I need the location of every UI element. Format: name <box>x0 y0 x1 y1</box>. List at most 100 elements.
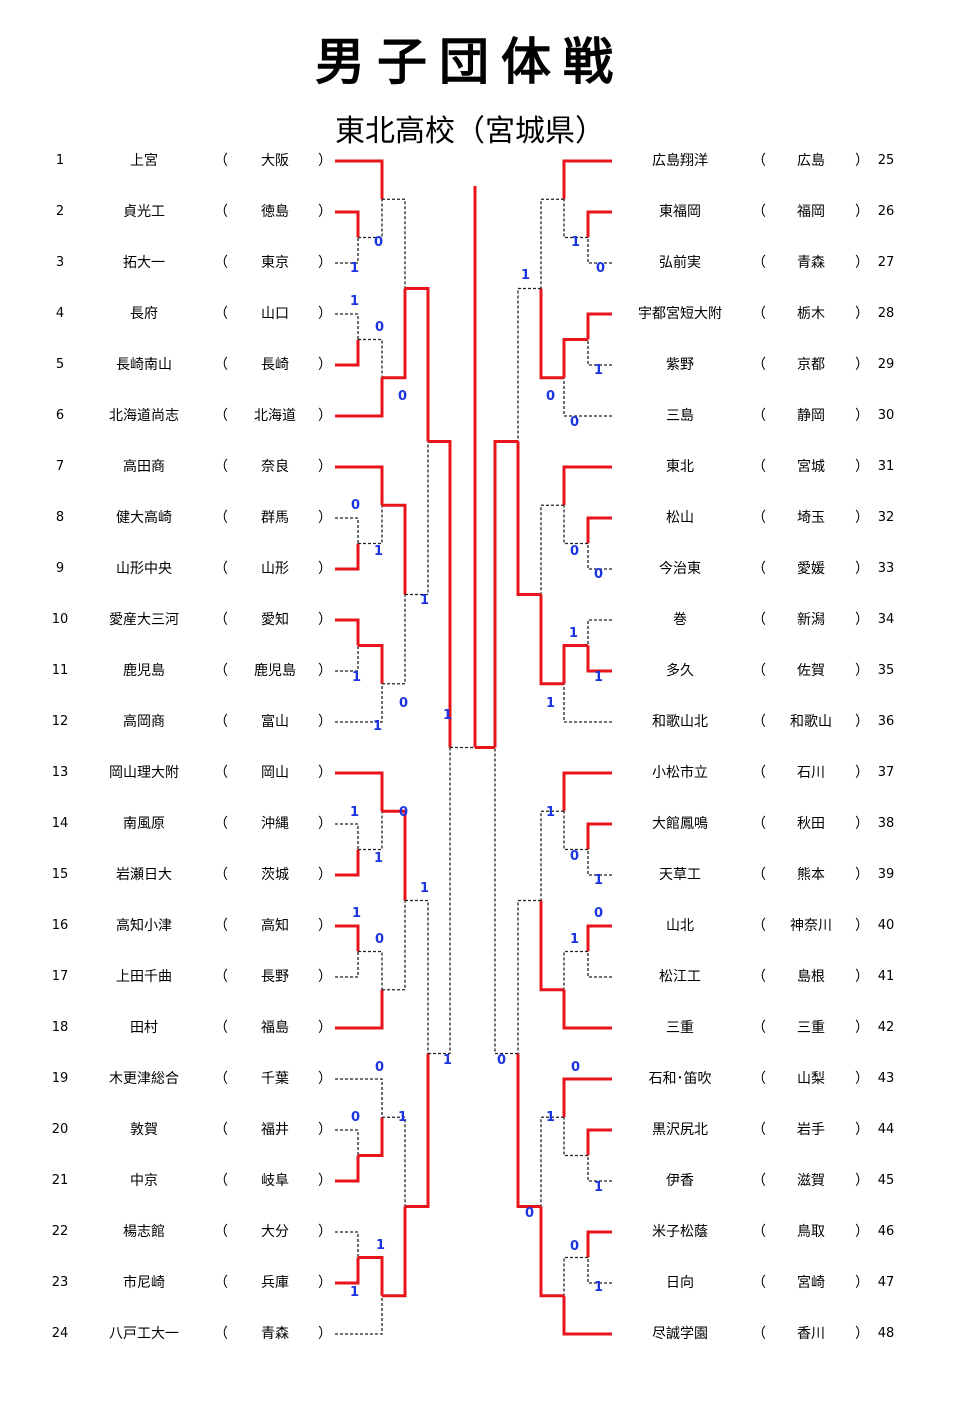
match-score: 1 <box>350 294 359 309</box>
page-title: 男子団体戦 <box>315 33 625 91</box>
r2-line <box>563 377 612 417</box>
team-name: 愛産大三河 <box>109 612 179 628</box>
r1-line <box>335 1257 360 1285</box>
match-score: 1 <box>594 873 603 888</box>
open-paren: （ <box>752 1071 766 1087</box>
close-paren: ） <box>318 1224 332 1240</box>
r1-line <box>587 543 612 570</box>
team-number: 24 <box>51 1326 69 1341</box>
r1-line <box>586 924 612 952</box>
team-name: 和歌山北 <box>652 714 708 730</box>
open-paren: （ <box>752 306 766 322</box>
r2-line <box>563 199 588 239</box>
r2-line <box>563 950 588 990</box>
match-score: 1 <box>546 1110 555 1125</box>
team-number: 5 <box>55 357 65 372</box>
prefecture: 山梨 <box>797 1071 825 1087</box>
r1-line <box>335 517 359 544</box>
open-paren: （ <box>214 357 228 373</box>
match-score: 1 <box>374 851 383 866</box>
match-score: 1 <box>376 1238 385 1253</box>
open-paren: （ <box>214 510 228 526</box>
open-paren: （ <box>752 1275 766 1291</box>
prefecture: 福井 <box>261 1122 289 1138</box>
team-number: 17 <box>51 969 69 984</box>
r-line <box>382 594 406 685</box>
prefecture: 大分 <box>261 1224 289 1240</box>
close-paren: ） <box>318 510 332 526</box>
team-name: 高田商 <box>123 459 165 475</box>
match-score: 0 <box>525 1206 534 1221</box>
team-number: 36 <box>877 714 895 729</box>
close-paren: ） <box>318 663 332 679</box>
prefecture: 北海道 <box>254 408 296 424</box>
close-paren: ） <box>855 153 869 169</box>
team-name: 高岡商 <box>123 714 165 730</box>
open-paren: （ <box>752 510 766 526</box>
close-paren: ） <box>855 204 869 220</box>
team-number: 3 <box>55 255 65 270</box>
open-paren: （ <box>752 1122 766 1138</box>
r2-line <box>358 1117 384 1157</box>
match-score: 1 <box>352 906 361 921</box>
r-line <box>516 1053 541 1208</box>
open-paren: （ <box>214 1224 228 1240</box>
r1-line <box>335 1155 360 1183</box>
prefecture: 福岡 <box>797 204 825 220</box>
open-paren: （ <box>214 765 228 781</box>
open-paren: （ <box>214 918 228 934</box>
r2-line <box>358 505 383 545</box>
r-line <box>540 1116 564 1207</box>
team-name: 敦賀 <box>130 1122 158 1138</box>
match-score: 1 <box>398 1110 407 1125</box>
prefecture: 青森 <box>797 255 825 271</box>
open-paren: （ <box>214 459 228 475</box>
team-name: 健大高崎 <box>116 510 172 526</box>
team-number: 6 <box>55 408 65 423</box>
close-paren: ） <box>855 459 869 475</box>
team-number: 48 <box>877 1326 895 1341</box>
open-paren: （ <box>214 1071 228 1087</box>
team-number: 7 <box>55 459 65 474</box>
close-paren: ） <box>855 1071 869 1087</box>
team-name: 山北 <box>666 918 694 934</box>
prefecture: 茨城 <box>261 867 289 883</box>
r1-line <box>587 237 612 264</box>
r1-line <box>335 1129 359 1156</box>
r2-line <box>563 683 612 723</box>
team-name: 鹿児島 <box>123 663 165 679</box>
close-paren: ） <box>318 1020 332 1036</box>
r2-line <box>562 1077 612 1118</box>
prefecture: 千葉 <box>261 1071 289 1087</box>
team-number: 38 <box>877 816 895 831</box>
team-name: 八戸工大一 <box>109 1326 179 1342</box>
team-number: 14 <box>51 816 69 831</box>
team-name: 多久 <box>666 663 694 679</box>
prefecture: 群馬 <box>261 510 289 526</box>
close-paren: ） <box>855 306 869 322</box>
team-number: 28 <box>877 306 895 321</box>
team-number: 15 <box>51 867 69 882</box>
r1-line <box>586 312 612 340</box>
team-name: 大館鳳鳴 <box>652 816 708 832</box>
match-score: 1 <box>352 670 361 685</box>
team-number: 20 <box>51 1122 69 1137</box>
prefecture: 長崎 <box>261 357 289 373</box>
open-paren: （ <box>752 255 766 271</box>
open-paren: （ <box>214 204 228 220</box>
team-number: 22 <box>51 1224 69 1239</box>
team-number: 4 <box>55 306 65 321</box>
prefecture: 新潟 <box>797 612 825 628</box>
r2-line <box>562 1295 612 1336</box>
team-name: 木更津総合 <box>109 1071 179 1087</box>
team-name: 貞光工 <box>123 204 165 220</box>
team-name: 北海道尚志 <box>109 408 179 424</box>
prefecture: 佐賀 <box>797 663 825 679</box>
r-line <box>539 288 564 380</box>
r-line <box>382 503 407 595</box>
team-name: 中京 <box>130 1173 158 1189</box>
team-name: 長府 <box>130 306 158 322</box>
open-paren: （ <box>214 255 228 271</box>
r-line <box>516 441 541 596</box>
r2-line <box>562 644 588 684</box>
